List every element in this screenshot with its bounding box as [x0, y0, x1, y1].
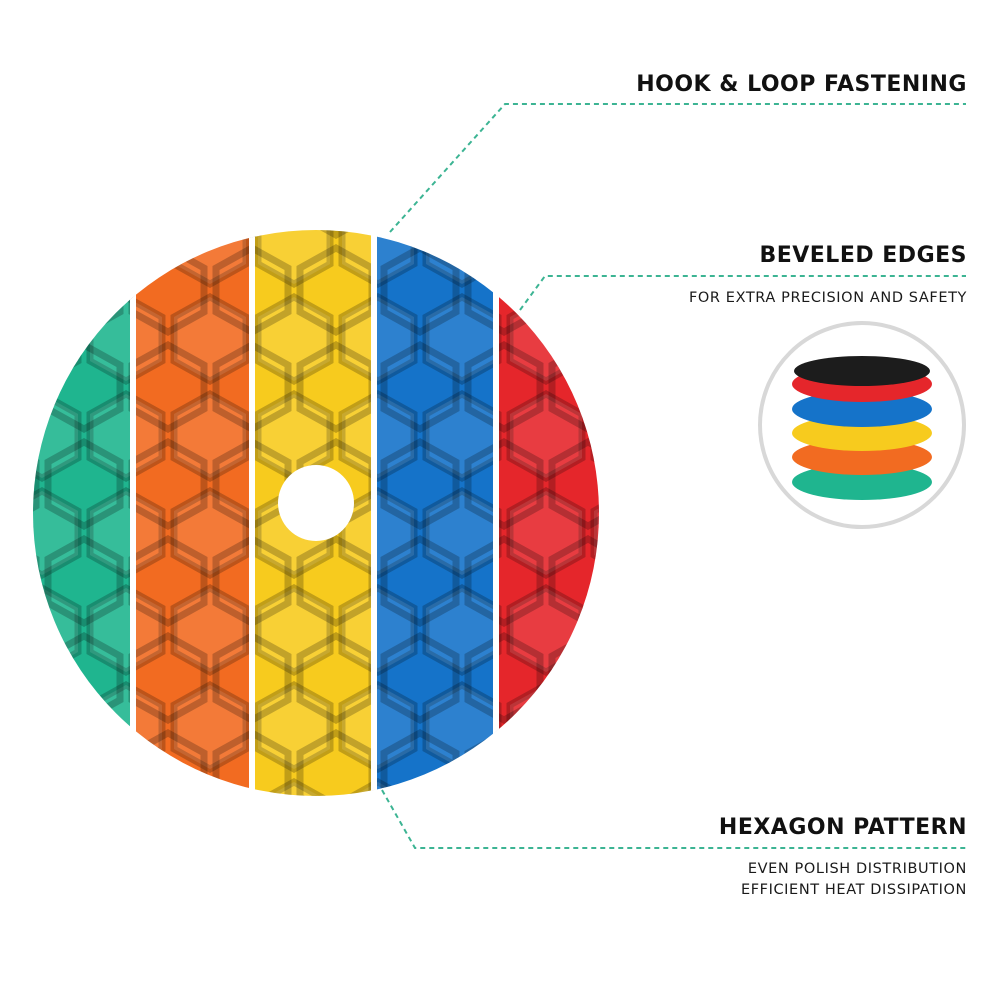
callout-hook-loop — [389, 103, 966, 233]
stack-pad-blue — [792, 391, 932, 427]
center-hole — [278, 465, 354, 541]
feature-subtitle-beveled-edges: FOR EXTRA PRECISION AND SAFETY — [688, 290, 967, 306]
callout-lines — [381, 103, 966, 849]
feature-title-hexagon-pattern: HEXAGON PATTERN — [718, 815, 967, 840]
stack-pad-green — [792, 464, 932, 500]
feature-title-beveled-edges: BEVELED EDGES — [759, 243, 967, 268]
callout-hexagon — [381, 789, 966, 849]
feature-title-hook-loop: HOOK & LOOP FASTENING — [636, 72, 967, 97]
feature-line-hexagon-2: EFFICIENT HEAT DISSIPATION — [740, 882, 967, 898]
stack-backing — [794, 356, 930, 386]
pad-stack-thumbnail — [758, 321, 966, 529]
feature-line-hexagon-1: EVEN POLISH DISTRIBUTION — [747, 861, 967, 877]
